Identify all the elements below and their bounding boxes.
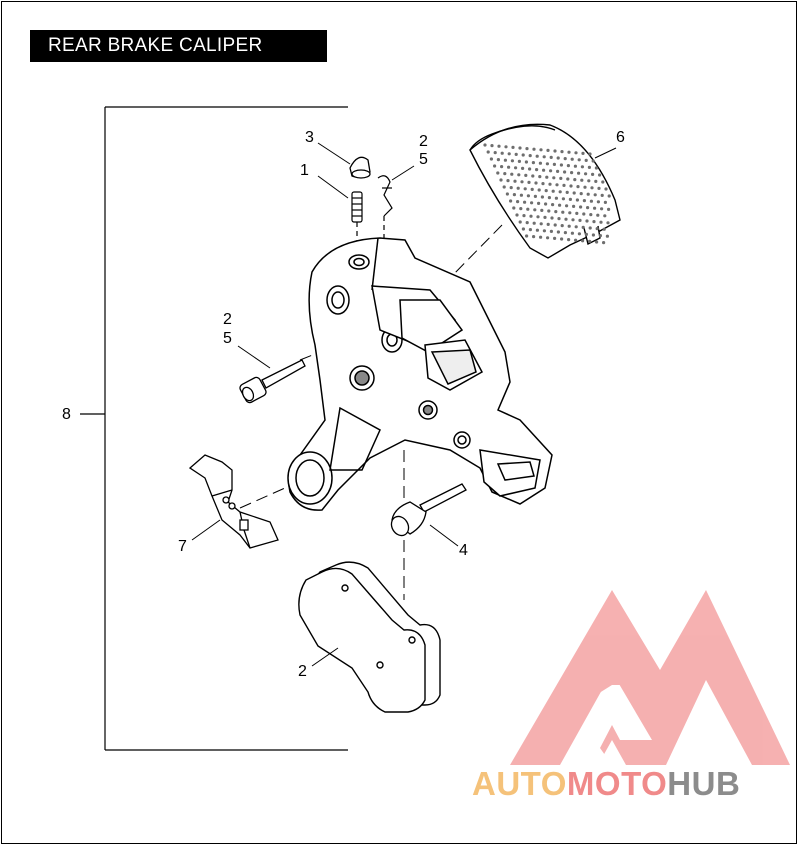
brake-pads-part [298, 561, 441, 713]
bleeder-cap-part [349, 156, 371, 179]
callout-2-bottom: 2 [298, 663, 307, 680]
callout-2-mid: 2 [223, 311, 232, 328]
watermark-wordmark: AUTOMOTOHUB [472, 765, 740, 803]
callout-7: 7 [178, 538, 187, 555]
watermark-moto: MOTO [566, 765, 668, 802]
callout-5-mid: 5 [223, 330, 232, 347]
watermark-logo-icon [510, 590, 790, 765]
callout-6: 6 [616, 129, 625, 146]
caliper-pin-bolt-part [239, 359, 306, 404]
callout-2-top: 2 [419, 133, 428, 150]
callout-3: 3 [305, 129, 314, 146]
callout-5-top: 5 [419, 151, 428, 168]
pad-retainer-clip-part [188, 454, 279, 549]
caliper-body-part [287, 237, 553, 511]
leader-lines [191, 142, 617, 667]
callout-8: 8 [62, 406, 71, 423]
watermark-auto: AUTO [472, 765, 567, 802]
bleeder-valve-part [351, 191, 363, 252]
assembly-bracket [80, 106, 348, 751]
callout-1: 1 [300, 162, 309, 179]
watermark-hub: HUB [667, 765, 741, 802]
pad-shield-perforation [483, 143, 611, 245]
diagram-title: REAR BRAKE CALIPER [30, 30, 327, 62]
slider-pin-part [390, 483, 467, 537]
callout-4: 4 [459, 542, 468, 559]
